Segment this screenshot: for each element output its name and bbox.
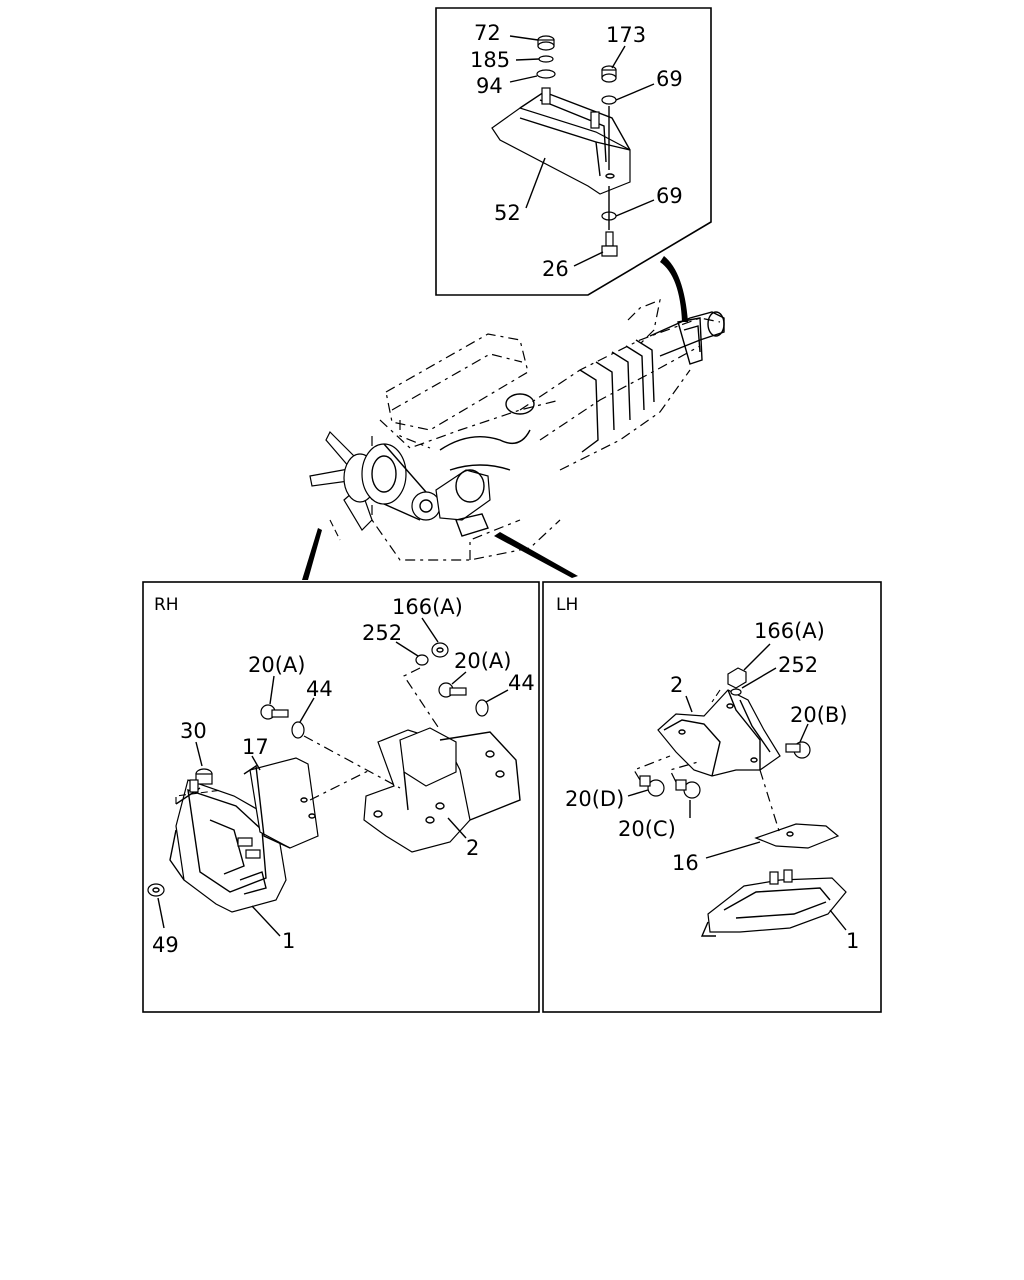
callout-94: 94 [476, 74, 503, 98]
callout-20c: 20(C) [618, 817, 676, 841]
nut-49 [147, 883, 165, 897]
callout-20a-right: 20(A) [454, 649, 511, 673]
lh-heat-shield-16 [754, 823, 840, 849]
callout-252-lh: 252 [778, 653, 818, 677]
transmission-mount-52 [491, 87, 631, 195]
callout-20a-left: 20(A) [248, 653, 305, 677]
rh-panel-title: RH [154, 595, 179, 615]
rh-pointer-arrow [302, 528, 322, 580]
callout-185: 185 [470, 48, 510, 72]
callout-30: 30 [180, 719, 207, 743]
callout-173: 173 [606, 23, 646, 47]
lh-mount-bracket-2 [657, 689, 781, 777]
bolt-20b [785, 741, 811, 759]
callout-2-lh: 2 [670, 673, 683, 697]
washer-44-left [291, 721, 305, 739]
callout-49: 49 [152, 933, 179, 957]
nut-166a-lh [727, 667, 747, 689]
lh-panel: LH [542, 581, 882, 1013]
bolt-20d [639, 775, 665, 797]
callout-20b: 20(B) [790, 703, 848, 727]
washer-44-right [475, 699, 489, 717]
rh-mount-bracket-2 [363, 727, 521, 853]
callout-166a-lh: 166(A) [754, 619, 825, 643]
callout-20d: 20(D) [565, 787, 624, 811]
bolt-30 [189, 768, 213, 793]
inset-pointer-arrow [660, 256, 688, 322]
callout-26: 26 [542, 257, 569, 281]
heat-shield-17 [243, 757, 319, 849]
callout-69-upper: 69 [656, 67, 683, 91]
callout-72: 72 [474, 21, 501, 45]
callout-69-lower: 69 [656, 184, 683, 208]
washer-94 [536, 69, 556, 79]
nut-173 [601, 65, 617, 83]
bolt-20a-left [260, 704, 289, 720]
washer-185 [538, 55, 554, 63]
callout-1-rh: 1 [282, 929, 295, 953]
callout-52: 52 [494, 201, 521, 225]
bolt-20c [675, 779, 701, 799]
callout-166a-rh: 166(A) [392, 595, 463, 619]
nut-166a-rh [431, 642, 449, 658]
callout-252-rh: 252 [362, 621, 402, 645]
lh-engine-mount-1 [700, 869, 847, 937]
bolt-26 [601, 231, 618, 257]
engine-transmission-assembly [309, 299, 725, 561]
cooling-fan [309, 430, 407, 531]
nut-72 [537, 35, 555, 51]
washer-252-lh [730, 688, 742, 696]
callout-44-left: 44 [306, 677, 333, 701]
callout-2-rh: 2 [466, 836, 479, 860]
callout-16: 16 [672, 851, 699, 875]
lh-pointer-arrow [494, 532, 578, 578]
lh-panel-title: LH [556, 595, 578, 615]
callout-1-lh: 1 [846, 929, 859, 953]
washer-69-top [601, 95, 617, 105]
callout-44-right: 44 [508, 671, 535, 695]
callout-17: 17 [242, 735, 269, 759]
washer-252-rh [415, 654, 429, 666]
top-inset-panel: 72 185 94 173 69 52 69 26 [435, 7, 712, 296]
rh-panel: RH [142, 581, 540, 1013]
bolt-20a-right [438, 682, 467, 698]
